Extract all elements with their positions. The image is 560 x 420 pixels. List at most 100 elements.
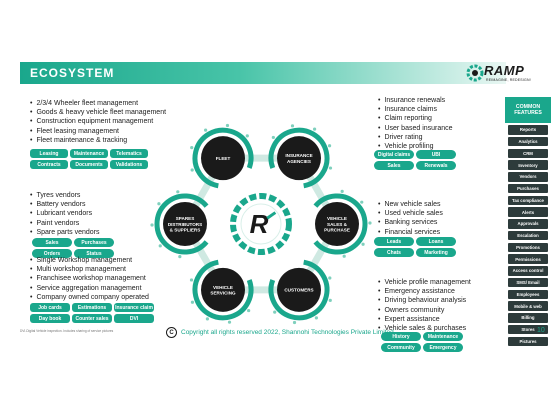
list-item: Company owned company operated bbox=[30, 293, 148, 302]
node-label: & SUPPLIERS bbox=[170, 227, 201, 232]
sidebar-item: Alerts bbox=[508, 207, 548, 217]
fleet-bullets: 2/3/4 Wheeler fleet management Goods & h… bbox=[30, 99, 166, 145]
insurance-bullets: Insurance renewals Insurance claims Clai… bbox=[378, 96, 453, 151]
tag: Validations bbox=[110, 160, 148, 169]
list-item: New vehicle sales bbox=[378, 200, 443, 209]
node-label: CUSTOMERS bbox=[284, 288, 313, 293]
sales-bullets: New vehicle sales Used vehicle sales Ban… bbox=[378, 200, 443, 237]
fleet-tags: Leasing Maintenance Telematics Contracts… bbox=[30, 149, 148, 169]
list-item: Used vehicle sales bbox=[378, 209, 442, 218]
arc-icon bbox=[178, 254, 182, 259]
title-bar bbox=[20, 62, 506, 84]
sidebar-item: Inventory bbox=[508, 160, 548, 170]
tag: Renewals bbox=[416, 161, 456, 170]
arc-icon bbox=[158, 244, 162, 248]
servicing-tags: Job cards Estimations Insurance claim Da… bbox=[30, 303, 154, 323]
tag: Orders bbox=[32, 249, 72, 258]
arc-icon bbox=[190, 146, 194, 150]
tag: Status bbox=[74, 249, 114, 258]
node-label: VEHICLE bbox=[213, 285, 233, 290]
arc-icon bbox=[328, 298, 332, 302]
node-label: DISTRIBUTORS bbox=[168, 222, 202, 227]
node-label: SALES & bbox=[327, 222, 348, 227]
list-item: Construction equipment management bbox=[30, 117, 166, 126]
sidebar-item: Pictures bbox=[508, 336, 548, 347]
tag: Documents bbox=[70, 160, 108, 169]
arc-icon bbox=[245, 134, 249, 138]
tag: Telematics bbox=[110, 149, 148, 158]
arc-icon bbox=[190, 300, 195, 304]
tag: Counter sales bbox=[72, 314, 112, 323]
arc-icon bbox=[340, 189, 344, 194]
list-item: Expert assistance bbox=[378, 315, 471, 324]
tag: Job cards bbox=[30, 303, 70, 312]
tag: Day book bbox=[30, 314, 70, 323]
servicing-bullets: Single Workshop management Multi worksho… bbox=[30, 256, 149, 302]
tag: Leasing bbox=[30, 149, 68, 158]
list-item: Vehicle profile management bbox=[378, 278, 470, 287]
arc-icon bbox=[205, 317, 210, 321]
arc-icon bbox=[204, 128, 208, 132]
list-item: Fleet maintenance & tracking bbox=[30, 136, 166, 145]
tag: Marketing bbox=[416, 248, 456, 257]
sidebar-item: Purchases bbox=[508, 183, 548, 194]
arc-icon bbox=[290, 124, 295, 128]
sidebar-item: Permissions bbox=[508, 254, 548, 264]
node-label: INSURANCE bbox=[285, 153, 312, 158]
arc-icon bbox=[360, 200, 364, 204]
arc-icon bbox=[190, 168, 194, 172]
tag: Leads bbox=[374, 237, 414, 246]
node-label: VEHICLE bbox=[327, 216, 347, 221]
sidebar-item: CRM bbox=[508, 148, 548, 159]
node-label: AGENCIES bbox=[287, 159, 311, 164]
list-item: Goods & heavy vehicle fleet management bbox=[30, 108, 166, 117]
list-item: Claim reporting bbox=[378, 114, 453, 123]
list-item: Multi workshop management bbox=[30, 265, 149, 274]
tag: Maintenance bbox=[423, 332, 463, 341]
tag: Digital claims bbox=[374, 150, 414, 159]
spares-bullets: Tyres vendors Battery vendors Lubricant … bbox=[30, 191, 99, 237]
hub-wrench-icon bbox=[266, 211, 277, 220]
diagram-node bbox=[315, 202, 359, 246]
arc-icon bbox=[312, 127, 317, 131]
tag: Contracts bbox=[30, 160, 68, 169]
footer: C Copyright all rights reserved 2022, Sh… bbox=[166, 327, 394, 338]
node-label: PURCHASE bbox=[324, 227, 350, 232]
sidebar-item: Approvals bbox=[508, 219, 548, 229]
arc-icon bbox=[271, 135, 275, 140]
sidebar-item: Employees bbox=[508, 289, 548, 300]
copyright-icon: C bbox=[166, 327, 177, 338]
tag: Insurance claim bbox=[114, 303, 154, 312]
node-label: SPARES bbox=[176, 216, 195, 221]
diagram-node bbox=[201, 267, 245, 312]
tag: Sales bbox=[32, 238, 72, 247]
tag: DVI bbox=[114, 314, 154, 323]
arc-icon bbox=[247, 308, 251, 313]
sidebar-item: SMS/ Email bbox=[508, 277, 548, 288]
list-item: Service aggregation management bbox=[30, 284, 149, 293]
arc-icon bbox=[292, 320, 297, 325]
list-item: Vehicle sales & purchases bbox=[378, 324, 471, 333]
arc-icon bbox=[328, 166, 333, 170]
tag: Sales bbox=[374, 161, 414, 170]
sales-tags: Leads Loans Chats Marketing bbox=[374, 237, 456, 257]
sidebar-item: Mobile & web bbox=[508, 301, 548, 311]
list-item: Fleet leasing management bbox=[30, 127, 166, 136]
node-arc bbox=[154, 193, 209, 255]
sidebar-item: Tax compliance bbox=[508, 195, 548, 206]
tag: History bbox=[381, 332, 421, 341]
tag: UBI bbox=[416, 150, 456, 159]
common-features-sidebar: COMMON FEATURES Reports Analytics CRM In… bbox=[505, 97, 551, 348]
list-item: Owners community bbox=[378, 306, 471, 315]
sidebar-item: Analytics bbox=[508, 136, 548, 147]
arc-icon bbox=[225, 123, 230, 128]
arc-icon bbox=[327, 144, 332, 148]
list-item: User based insurance bbox=[378, 124, 452, 133]
tag: Estimations bbox=[72, 303, 112, 312]
node-arc bbox=[268, 259, 330, 321]
list-item: Banking services bbox=[378, 218, 443, 227]
sidebar-item: Vendors bbox=[508, 172, 548, 182]
node-label: SERVICING bbox=[210, 290, 236, 295]
node-arc bbox=[192, 127, 254, 189]
tag: Maintenance bbox=[70, 149, 108, 158]
